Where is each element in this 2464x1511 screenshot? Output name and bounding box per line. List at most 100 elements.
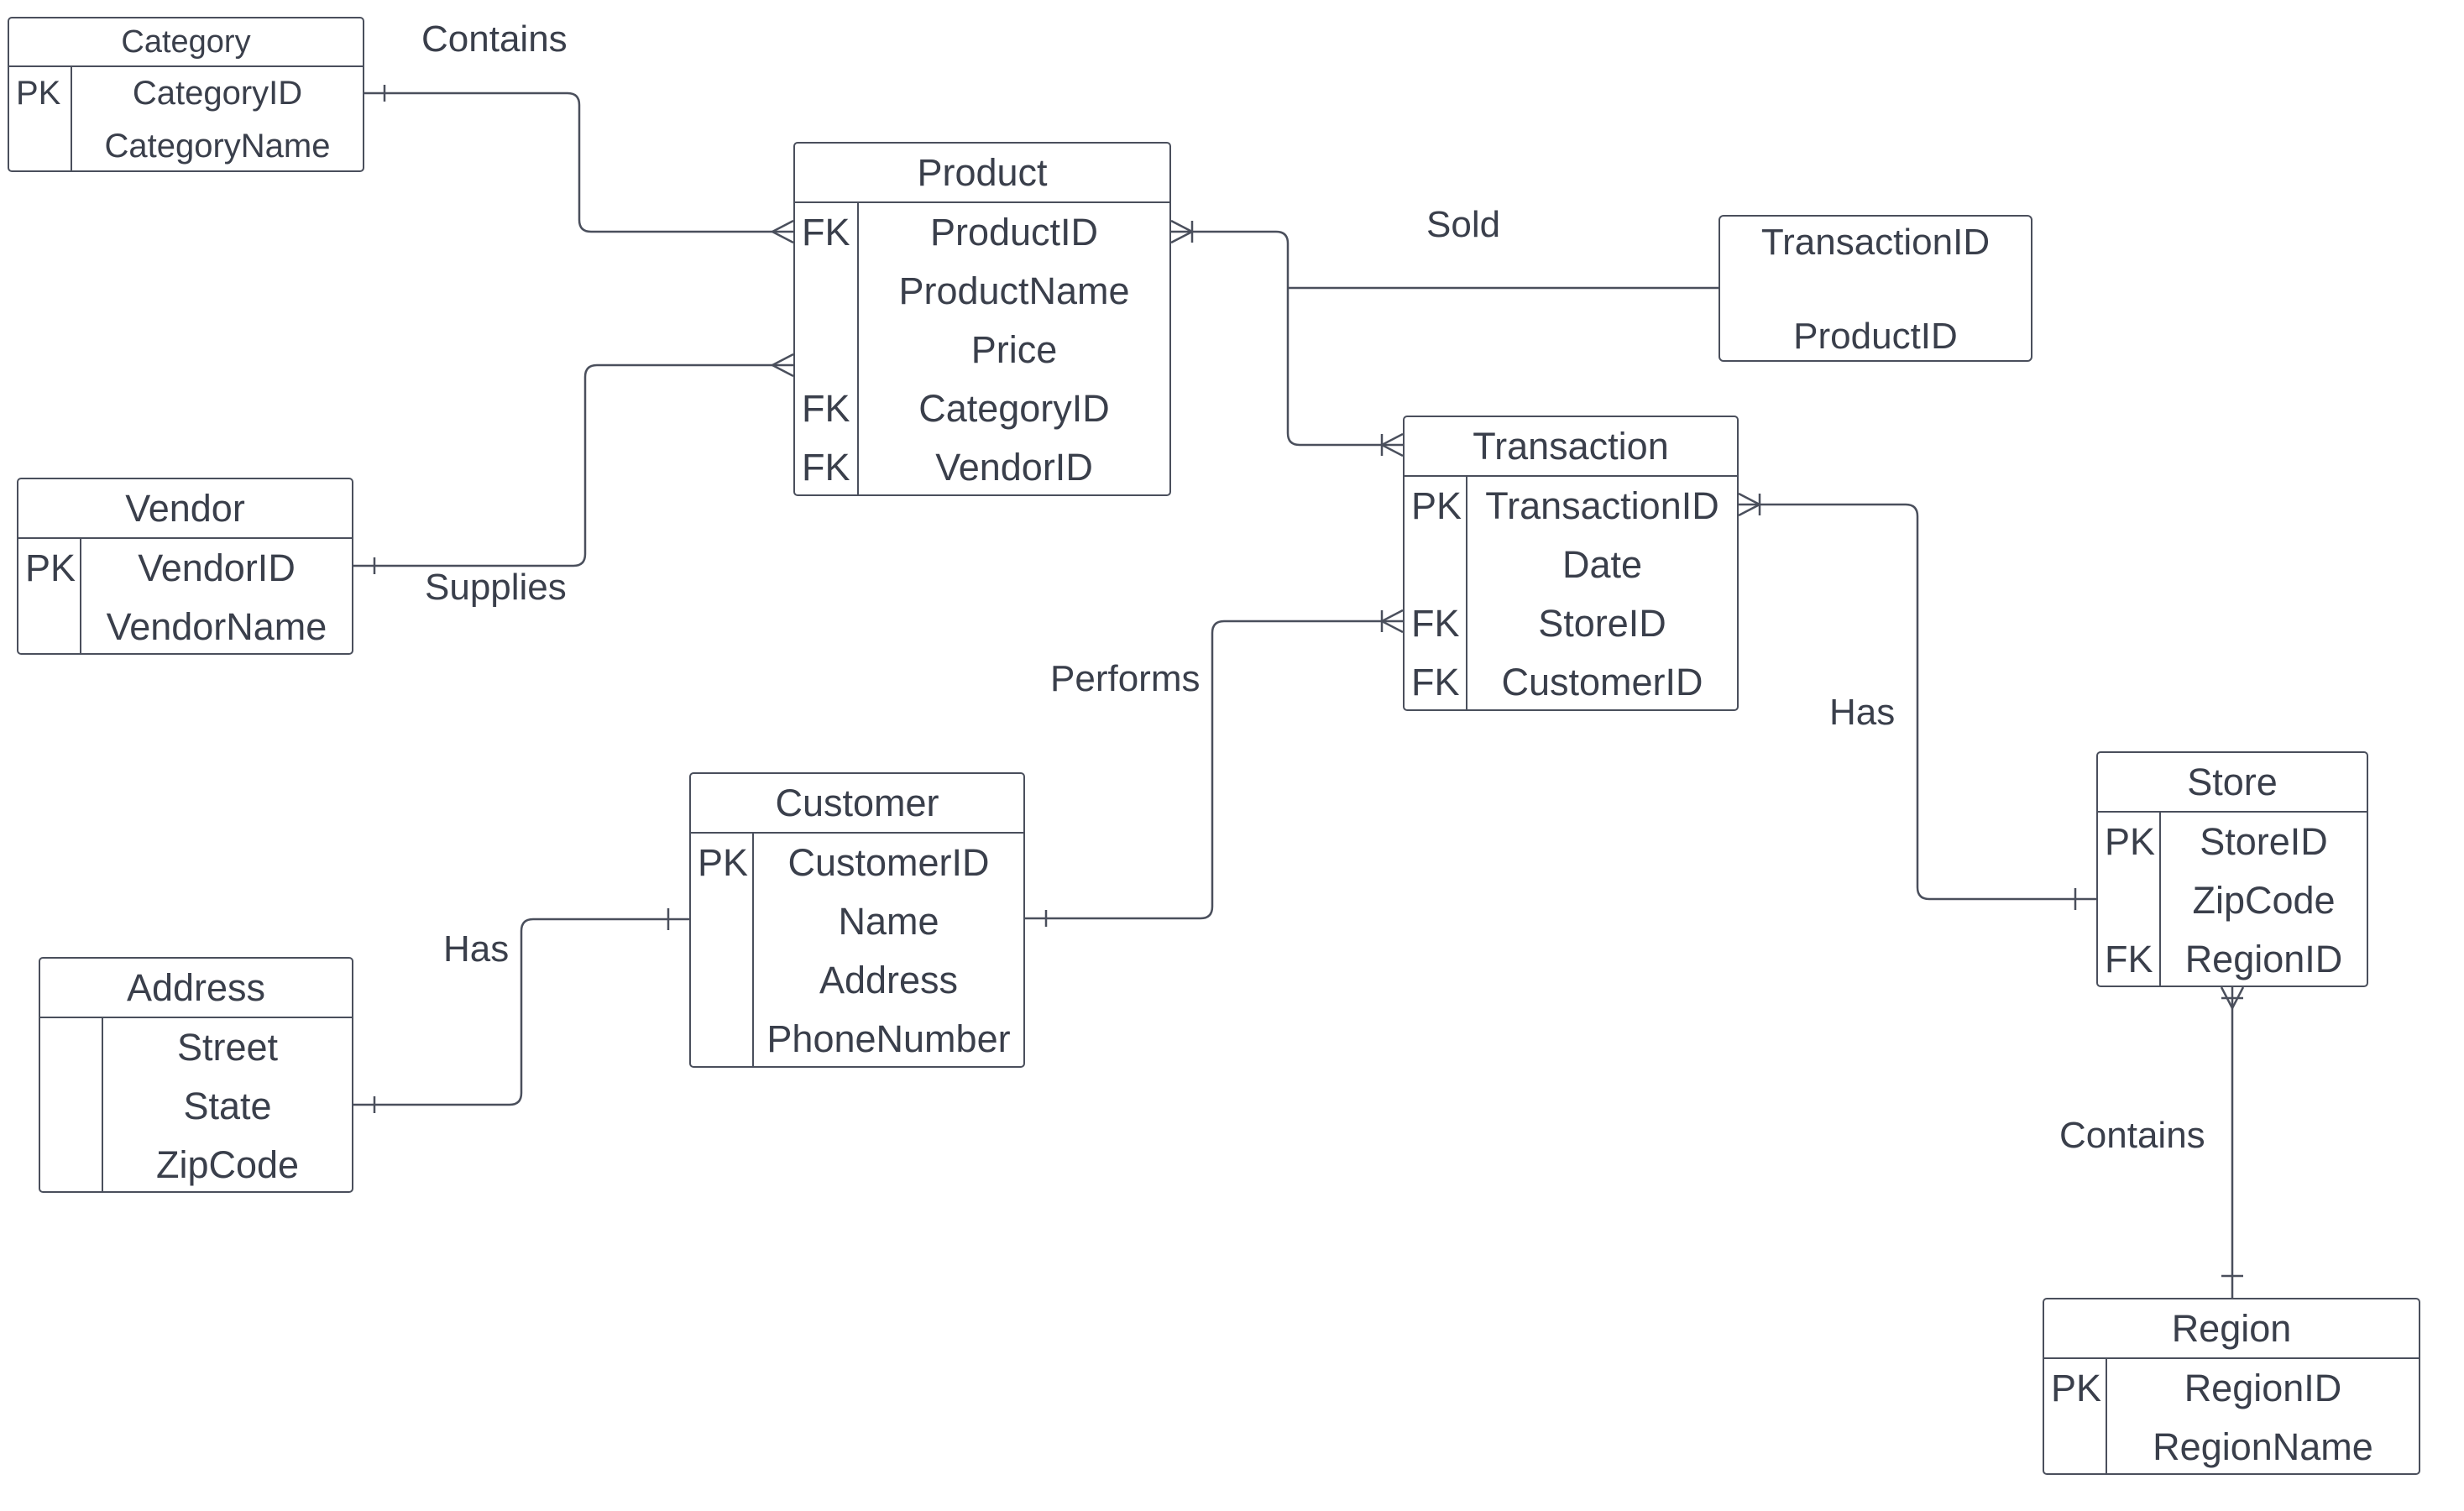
- crowfoot-many: [770, 219, 794, 244]
- attribute-row[interactable]: FK CustomerID: [1405, 653, 1737, 709]
- attribute-name: ZipCode: [155, 1143, 300, 1186]
- key-column-divider: [18, 539, 81, 653]
- relationship-label-performs: Performs: [1050, 658, 1201, 699]
- attribute-name: CategoryID: [918, 387, 1110, 430]
- entity-title: Region: [2044, 1299, 2419, 1359]
- entity-title: Product: [795, 144, 1169, 203]
- entity-title: Address: [40, 959, 352, 1018]
- attribute-row[interactable]: VendorName: [18, 598, 352, 653]
- attribute-row[interactable]: Price: [795, 321, 1169, 379]
- attribute-row[interactable]: Name: [691, 892, 1023, 951]
- attribute-row[interactable]: PK CustomerID: [691, 834, 1023, 892]
- attribute-row[interactable]: Street: [40, 1018, 352, 1077]
- attribute-name: Address: [819, 959, 959, 1001]
- attribute-row[interactable]: PK VendorID: [18, 539, 352, 598]
- key-column-divider: [795, 203, 859, 494]
- entity-title: Category: [9, 18, 363, 67]
- attribute-key: FK: [1411, 602, 1460, 645]
- attribute-key: PK: [698, 841, 749, 884]
- attribute-name: CustomerID: [1501, 661, 1703, 703]
- attribute-row[interactable]: Date: [1405, 536, 1737, 594]
- link-address-customer: [353, 918, 689, 1106]
- attribute-name: ZipCode: [2192, 879, 2336, 922]
- attribute-name: StoreID: [2200, 820, 2328, 863]
- relationship-label-contains: Contains: [421, 18, 568, 60]
- attribute-row[interactable]: CategoryName: [9, 120, 363, 170]
- link-category-product: [364, 91, 793, 233]
- attribute-name: StoreID: [1538, 602, 1666, 645]
- attribute-name: State: [183, 1085, 272, 1127]
- attribute-row[interactable]: ProductName: [795, 262, 1169, 321]
- attribute-key: FK: [1411, 661, 1460, 703]
- entity-attributes: PK VendorID VendorName: [18, 539, 352, 653]
- junction-line-2: ProductID: [1793, 316, 1958, 357]
- attribute-name: Name: [838, 900, 939, 943]
- attribute-row[interactable]: Address: [691, 951, 1023, 1010]
- entity-title: Customer: [691, 774, 1023, 834]
- crowfoot-many: [2220, 986, 2245, 1011]
- attribute-name: CategoryName: [104, 128, 331, 165]
- junction-line-1: TransactionID: [1760, 222, 1991, 263]
- relationship-label-supplies: Supplies: [425, 567, 567, 608]
- attribute-row[interactable]: ZipCode: [2098, 871, 2367, 930]
- attribute-row[interactable]: RegionName: [2044, 1418, 2419, 1473]
- relationship-label-sold: Sold: [1426, 204, 1501, 245]
- junction-box[interactable]: TransactionID ProductID: [1719, 215, 2032, 362]
- attribute-key: FK: [2105, 938, 2153, 980]
- attribute-name: RegionName: [2153, 1425, 2373, 1468]
- attribute-key: FK: [802, 446, 850, 489]
- attribute-row[interactable]: ZipCode: [40, 1136, 352, 1191]
- crowfoot-many: [770, 353, 794, 378]
- attribute-row[interactable]: FK CategoryID: [795, 379, 1169, 438]
- relationship-label-has-address: Has: [443, 928, 510, 970]
- attribute-row[interactable]: State: [40, 1077, 352, 1136]
- attribute-row[interactable]: FK RegionID: [2098, 930, 2367, 986]
- attribute-key: PK: [2051, 1367, 2102, 1409]
- attribute-name: CustomerID: [787, 841, 990, 884]
- attribute-row[interactable]: PK StoreID: [2098, 813, 2367, 871]
- attribute-name: Price: [970, 328, 1058, 371]
- attribute-name: Street: [176, 1026, 279, 1069]
- attribute-name: ProductID: [929, 211, 1099, 254]
- attribute-key: FK: [802, 387, 850, 430]
- key-column-divider: [9, 67, 72, 170]
- attribute-row[interactable]: FK StoreID: [1405, 594, 1737, 653]
- attribute-key: PK: [2105, 820, 2156, 863]
- attribute-name: ProductName: [898, 269, 1130, 312]
- key-column-divider: [691, 834, 754, 1066]
- link-transaction-store: [1739, 503, 2096, 901]
- entity-title: Transaction: [1405, 417, 1737, 477]
- attribute-name: RegionID: [2184, 938, 2343, 980]
- attribute-name: Date: [1562, 543, 1643, 586]
- attribute-name: PhoneNumber: [766, 1017, 1011, 1060]
- key-column-divider: [40, 1018, 103, 1191]
- attribute-name: VendorID: [138, 546, 296, 589]
- attribute-key: PK: [25, 546, 76, 589]
- attribute-row[interactable]: PhoneNumber: [691, 1010, 1023, 1066]
- entity-title: Store: [2098, 753, 2367, 813]
- attribute-name: CategoryID: [132, 75, 303, 112]
- attribute-name: VendorName: [106, 605, 327, 648]
- key-column-divider: [1405, 477, 1467, 709]
